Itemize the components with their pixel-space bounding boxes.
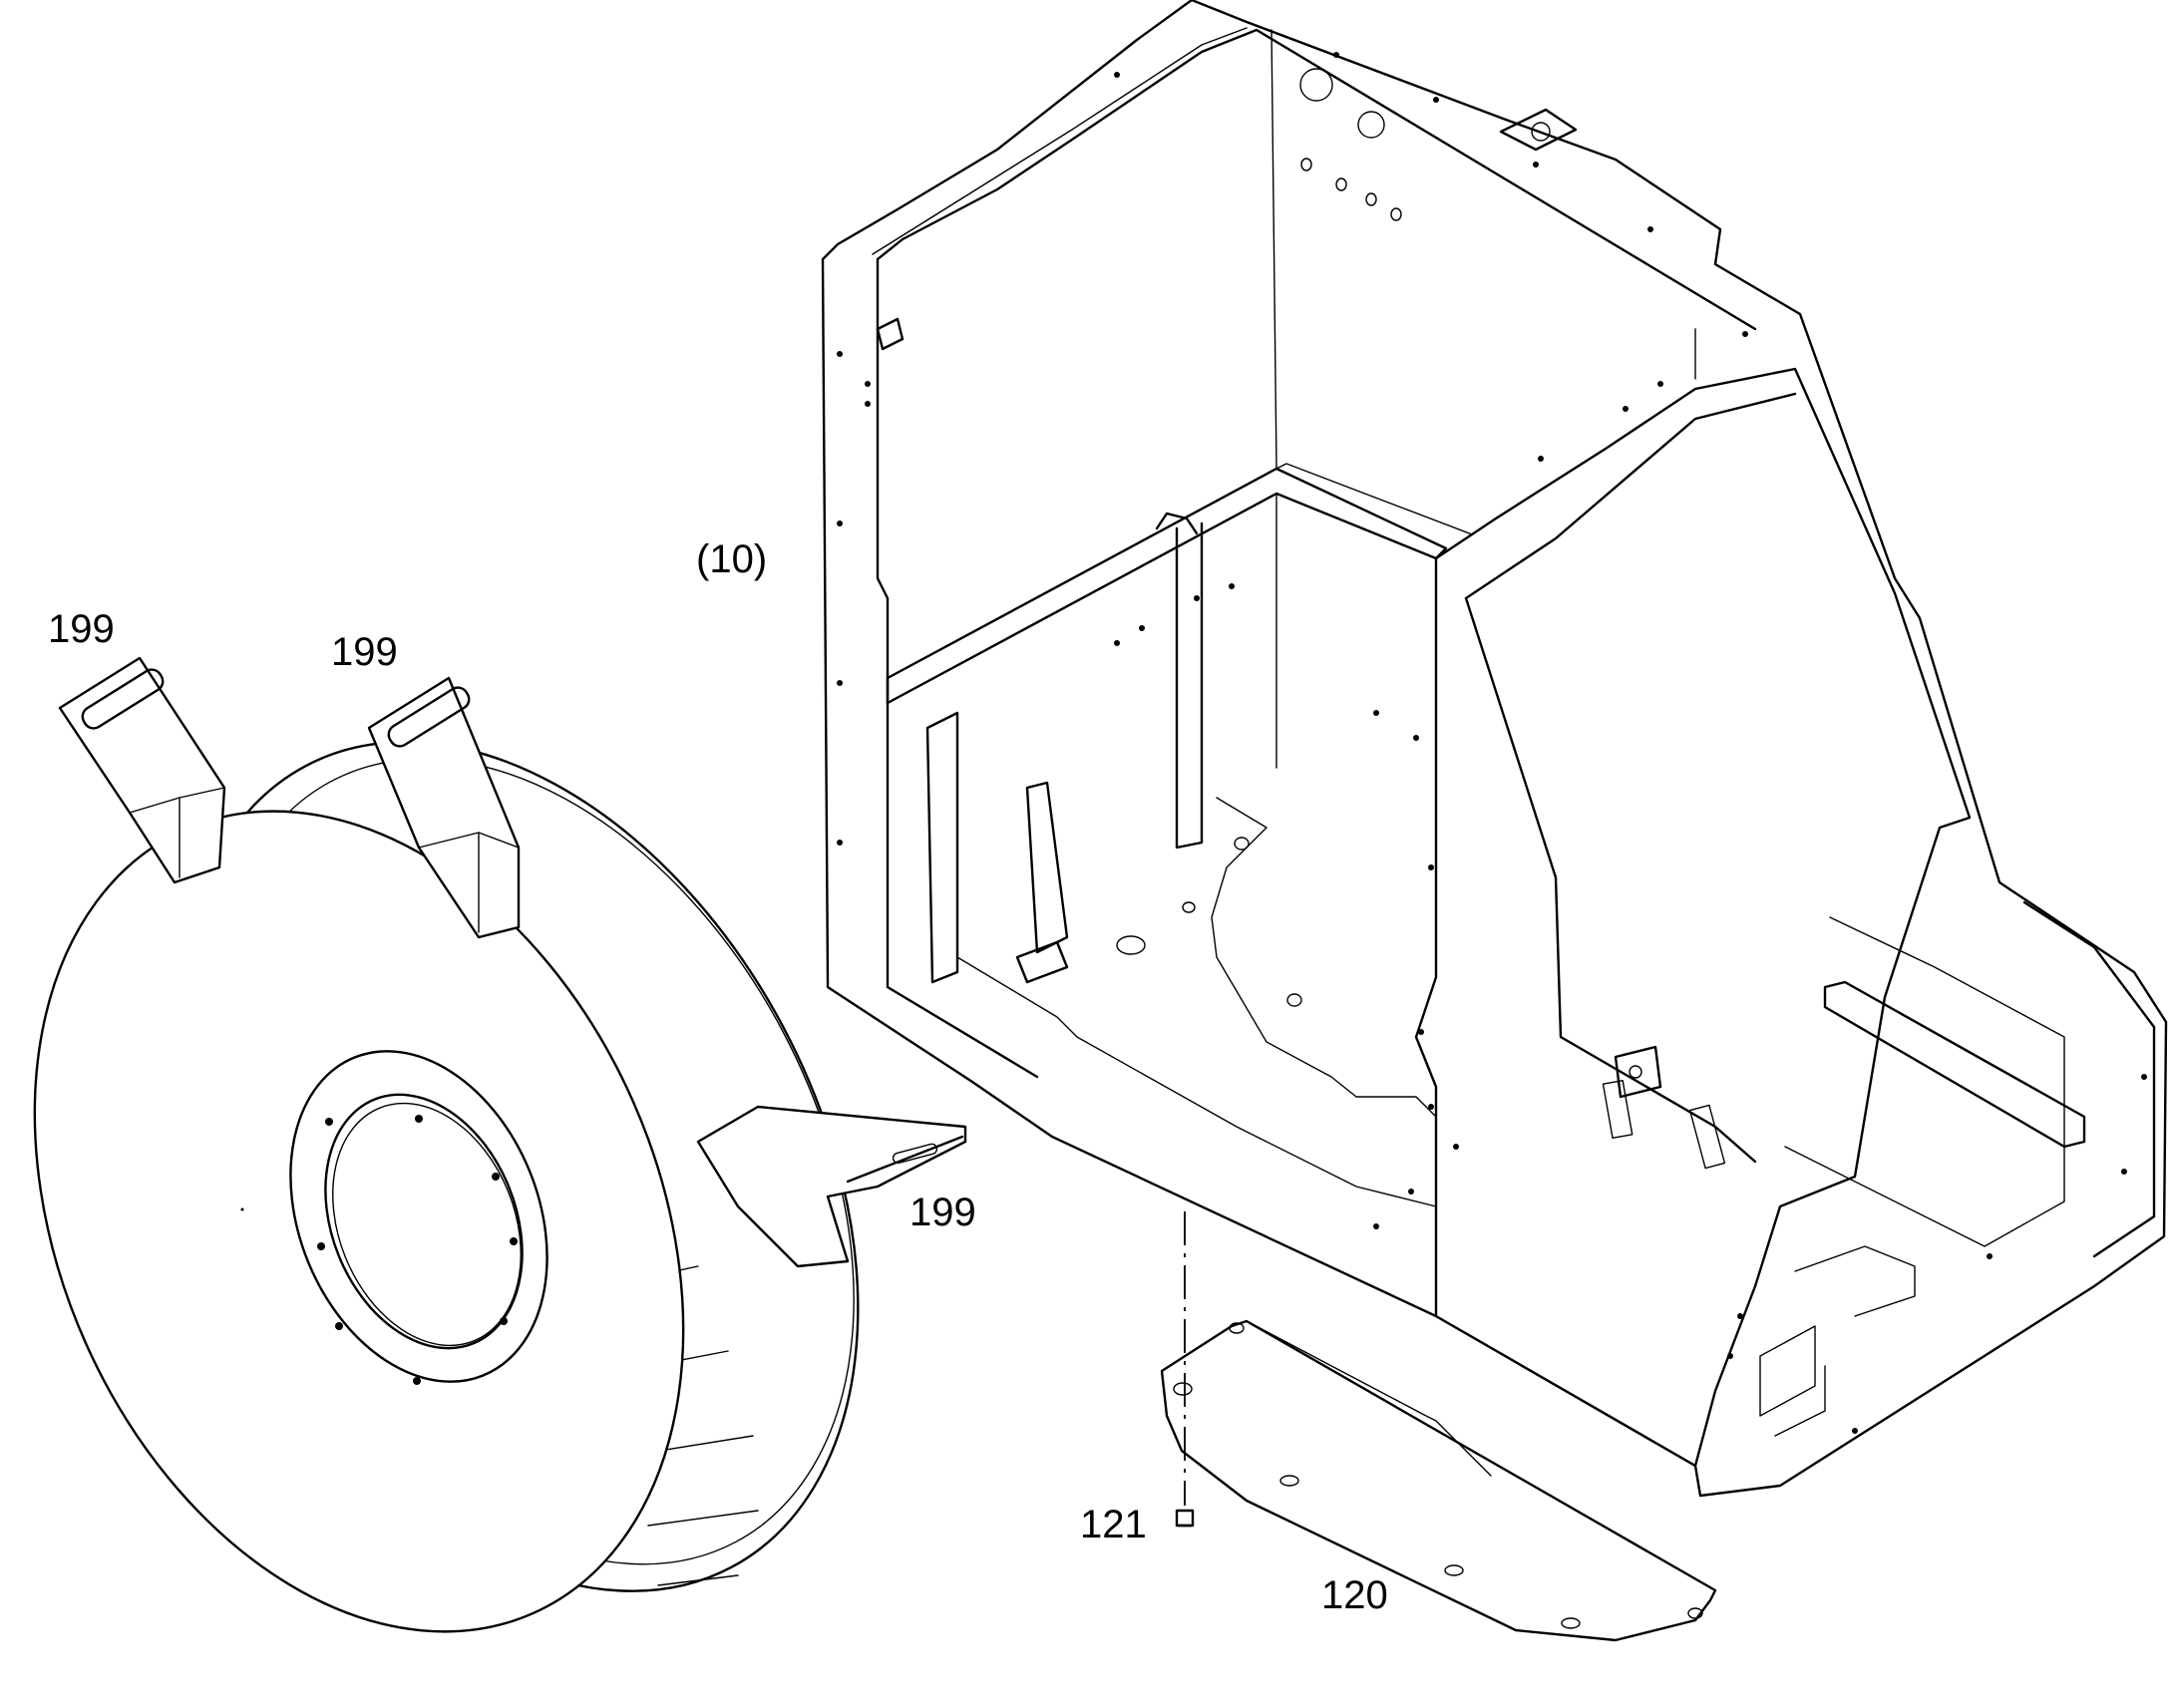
fan-bracket-right [696,1105,967,1268]
screw-121 [1175,1211,1195,1528]
callout-199-left: 199 [48,607,115,651]
callout-120-cover-plate: 120 [1321,1573,1388,1617]
callout-199-right: 199 [909,1191,976,1234]
callout-121-screw: 121 [1080,1503,1147,1546]
fan-wheel [33,741,860,1633]
callout-199-middle: 199 [331,630,398,674]
fan-bracket-left [58,656,226,884]
fan-bracket-middle [367,676,521,939]
callout-10-frame: (10) [696,537,767,581]
cover-plate [1160,1319,1717,1642]
housing-frame [821,0,2168,1498]
